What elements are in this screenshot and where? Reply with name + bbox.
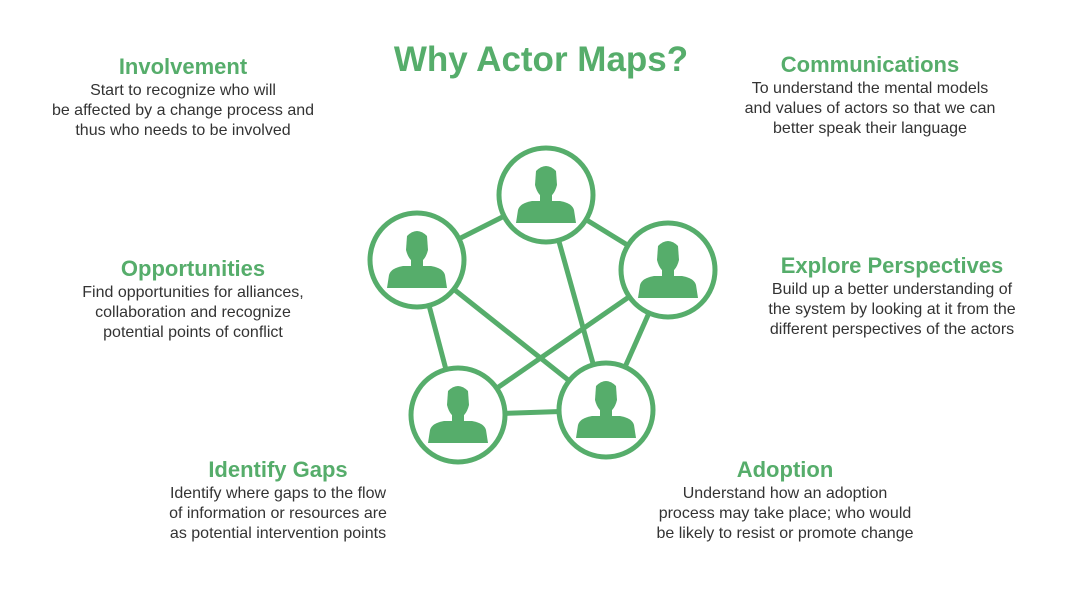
- explore-perspectives-heading: Explore Perspectives: [780, 253, 1004, 278]
- identify-gaps-text: Identify where gaps to the flow of infor…: [169, 485, 387, 542]
- actor-node-bottom-left: [408, 365, 508, 465]
- adoption-heading: Adoption: [736, 457, 834, 482]
- communications-section: Communications To understand the mental …: [705, 51, 1035, 139]
- person-icon: [516, 166, 576, 223]
- adoption-text: Understand how an adoption process may t…: [656, 485, 914, 542]
- involvement-heading: Involvement: [118, 54, 248, 79]
- explore-perspectives-section: Explore Perspectives Build up a better u…: [728, 252, 1056, 340]
- person-icon: [576, 381, 636, 438]
- page-title: Why Actor Maps?: [393, 40, 689, 79]
- communications-heading: Communications: [780, 52, 960, 77]
- actor-node-right: [618, 220, 718, 320]
- person-icon: [638, 241, 698, 298]
- person-icon: [387, 231, 447, 288]
- involvement-section: Involvement Start to recognize who will …: [20, 53, 346, 141]
- explore-perspectives-text: Build up a better understanding of the s…: [768, 281, 1016, 338]
- opportunities-section: Opportunities Find opportunities for all…: [30, 255, 356, 343]
- person-icon: [428, 386, 488, 443]
- adoption-section: Adoption Understand how an adoption proc…: [620, 456, 950, 544]
- identify-gaps-heading: Identify Gaps: [208, 457, 348, 482]
- opportunities-text: Find opportunities for alliances, collab…: [82, 284, 304, 341]
- identify-gaps-section: Identify Gaps Identify where gaps to the…: [118, 456, 438, 544]
- actor-node-left: [367, 210, 467, 310]
- involvement-text: Start to recognize who will be affected …: [51, 82, 315, 139]
- opportunities-heading: Opportunities: [120, 256, 266, 281]
- actor-node-top: [496, 145, 596, 245]
- actor-node-bottom-right: [556, 360, 656, 460]
- network-nodes: [367, 145, 718, 465]
- communications-text: To understand the mental models and valu…: [744, 80, 996, 137]
